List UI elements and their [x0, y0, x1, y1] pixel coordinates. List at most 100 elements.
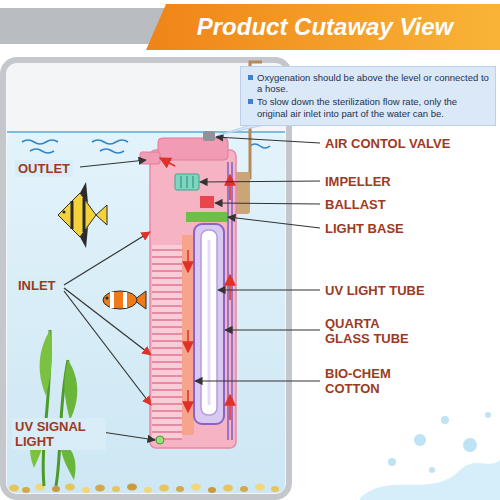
header-shapes-part [146, 4, 500, 50]
gravel-part [208, 487, 216, 493]
part-label: INLET [15, 277, 59, 294]
angelfish-part [83, 198, 86, 232]
aquarium-tank-part [7, 132, 285, 493]
filter-device-part [175, 174, 199, 190]
header-shapes [0, 4, 500, 50]
flow-arrows-part [187, 330, 189, 352]
flow-arrows-part [229, 175, 231, 200]
water-splash-part [429, 467, 435, 473]
water-ripples-part [92, 140, 128, 144]
filter-device-part [180, 176, 182, 188]
leader-lines-part [216, 137, 320, 143]
water-splash-part [388, 458, 396, 466]
gravel-part [271, 486, 279, 492]
clownfish-part [123, 292, 127, 308]
clownfish-part [103, 291, 137, 309]
flow-arrows-part [187, 390, 189, 412]
leader-lines-part [228, 217, 320, 228]
banner-title: Product Cutaway View [150, 4, 500, 50]
gravel-part [65, 484, 75, 491]
gravel-part [127, 484, 137, 491]
water-ripples-part [250, 144, 270, 148]
part-label: IMPELLER [325, 174, 391, 189]
leader-lines-part [80, 160, 146, 167]
inlet-lines-part [64, 288, 151, 355]
water-splash-part [463, 438, 477, 452]
aquarium-tank-part [7, 131, 285, 133]
gravel-part [52, 486, 60, 492]
leader-lines-part [200, 181, 320, 182]
gravel-part [240, 486, 248, 492]
note-box: Oxygenation should be above the level or… [240, 66, 496, 127]
note-text: To slow down the sterilization flow rate… [247, 96, 489, 120]
filter-device-part [152, 245, 182, 440]
gravel-part [255, 484, 265, 491]
gravel-part [191, 484, 201, 491]
angelfish-part [62, 210, 65, 213]
filter-device-part [186, 176, 188, 188]
clownfish [103, 291, 146, 309]
gravel-part [144, 487, 152, 493]
gravel-part [223, 485, 233, 492]
leader-lines-part [225, 329, 320, 330]
clownfish-part [105, 296, 108, 299]
angelfish-part [71, 201, 74, 229]
leader-lines-part [102, 432, 155, 440]
water-splash-part [414, 434, 426, 446]
gravel-part [159, 485, 169, 492]
gravel-part [82, 487, 90, 493]
note-pointer [219, 125, 264, 135]
inlet-lines-part [64, 232, 150, 285]
water-ripples-part [100, 149, 124, 153]
angelfish-part [58, 193, 96, 237]
gravel-part [22, 487, 30, 493]
filter-device-part [192, 176, 194, 188]
filter-device-part [156, 436, 164, 444]
gravel [9, 484, 279, 494]
leader-lines-part [218, 289, 320, 290]
inlet-lines-part [64, 291, 151, 405]
filter-device-part [194, 224, 224, 424]
filter-device-part [201, 230, 217, 415]
filter-device-part [150, 150, 236, 448]
flow-arrows-part [229, 395, 231, 420]
leader-lines [80, 137, 320, 440]
angelfish [58, 182, 107, 248]
water-plant-part [64, 360, 77, 420]
filter-device-part [203, 131, 215, 141]
filter-device-part [200, 196, 214, 208]
filter-device-part [186, 212, 228, 222]
filter-device-part [158, 138, 228, 160]
part-label: BALLAST [325, 197, 386, 212]
water-plant-part [40, 330, 52, 396]
water-plant [30, 330, 77, 486]
water-splash-part [441, 416, 449, 424]
header-shapes-part [0, 8, 172, 44]
gravel-part [95, 485, 105, 492]
filter-device-part [182, 235, 194, 435]
water-splash [360, 412, 500, 500]
part-label: AIR CONTOL VALVE [325, 136, 450, 151]
flow-arrows-part [160, 158, 175, 166]
part-label: OUTLET [15, 160, 73, 177]
water-ripples-part [30, 149, 54, 153]
inlet-lines [64, 232, 151, 405]
leader-lines-part [215, 203, 320, 204]
water-splash-part [360, 460, 500, 500]
part-label: UV LIGHT TUBE [325, 283, 425, 298]
gravel-part [112, 486, 120, 492]
part-label: QUARTA GLASS TUBE [325, 316, 425, 346]
clownfish-part [110, 292, 114, 308]
filter-device-part [208, 240, 211, 405]
leader-lines-part [195, 380, 320, 381]
part-label: BIO-CHEM COTTON [325, 366, 413, 396]
part-label: LIGHT BASE [325, 221, 404, 236]
filter-device-part [140, 152, 160, 164]
water-splash-part [485, 412, 491, 418]
water-ripples-part [22, 140, 58, 144]
flow-arrows-part [229, 275, 231, 300]
note-text: Oxygenation should be above the level or… [247, 72, 489, 96]
gravel-part [9, 485, 19, 492]
angelfish-part [96, 205, 107, 225]
